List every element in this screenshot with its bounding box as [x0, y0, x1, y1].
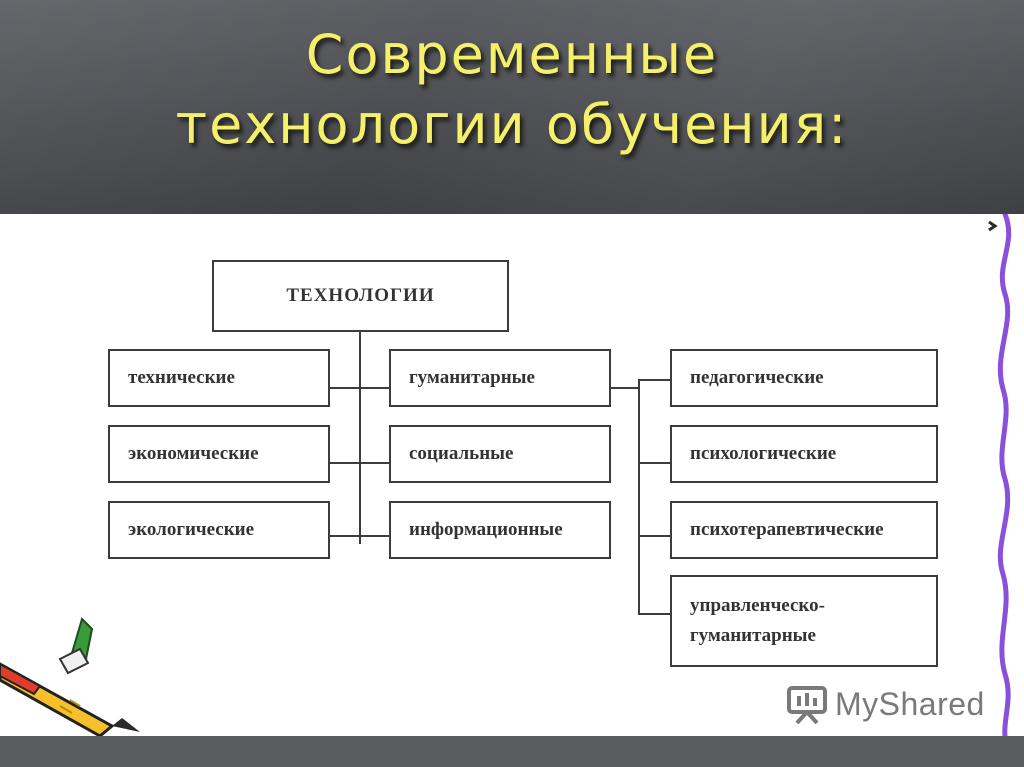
root-node: ТЕХНОЛОГИИ	[212, 260, 509, 332]
pencil-icon	[0, 617, 140, 736]
title-line-2: технологии обучения:	[175, 93, 849, 156]
slide-footer	[0, 736, 1024, 767]
connector-humanitarian-branch	[610, 387, 640, 389]
node-label: информационные	[409, 519, 563, 540]
presentation-board-icon	[787, 686, 827, 724]
node-mid-2: социальные	[389, 425, 611, 483]
node-label: психологические	[690, 443, 837, 464]
connector-right-4	[638, 613, 670, 615]
connector-mid-3	[360, 535, 390, 537]
header-sheen	[0, 0, 1024, 214]
node-label: психотерапевтические	[690, 519, 884, 540]
connector-right-2	[638, 462, 670, 464]
node-label: педагогические	[690, 367, 824, 388]
node-label-line-2: гуманитарные	[690, 625, 816, 646]
decorative-squiggle	[988, 214, 1012, 736]
watermark-logo: MyShared	[785, 682, 985, 726]
connector-right-trunk	[638, 379, 640, 615]
node-label: технические	[128, 367, 235, 388]
node-right-4: управленческо- гуманитарные	[670, 575, 938, 667]
node-label: социальные	[409, 443, 514, 464]
watermark-text: MyShared	[835, 685, 985, 722]
connector-right-1	[638, 379, 670, 381]
node-label-line-1: управленческо-	[690, 595, 825, 616]
slide-content: ТЕХНОЛОГИИ технические экономические эко…	[0, 214, 1024, 736]
node-right-3: психотерапевтические	[670, 501, 938, 559]
root-node-label: ТЕХНОЛОГИИ	[286, 285, 435, 306]
connector-right-3	[638, 535, 670, 537]
node-label: экологические	[128, 519, 255, 540]
connector-mid-1	[360, 387, 390, 389]
node-mid-1: гуманитарные	[389, 349, 611, 407]
slide-title: Современные технологии обучения:	[0, 20, 1024, 160]
node-label: гуманитарные	[409, 367, 535, 388]
connector-mid-2	[360, 462, 390, 464]
connector-root-trunk	[359, 332, 361, 544]
slide-header: Современные технологии обучения:	[0, 0, 1024, 214]
title-line-1: Современные	[305, 23, 719, 86]
connector-left-1	[330, 387, 360, 389]
node-left-3: экологические	[108, 501, 330, 559]
node-right-1: педагогические	[670, 349, 938, 407]
connector-left-2	[330, 462, 360, 464]
connector-left-3	[330, 535, 360, 537]
node-label-multiline: управленческо- гуманитарные	[690, 577, 825, 651]
node-label: экономические	[128, 443, 259, 464]
node-left-2: экономические	[108, 425, 330, 483]
node-right-2: психологические	[670, 425, 938, 483]
node-mid-3: информационные	[389, 501, 611, 559]
node-left-1: технические	[108, 349, 330, 407]
